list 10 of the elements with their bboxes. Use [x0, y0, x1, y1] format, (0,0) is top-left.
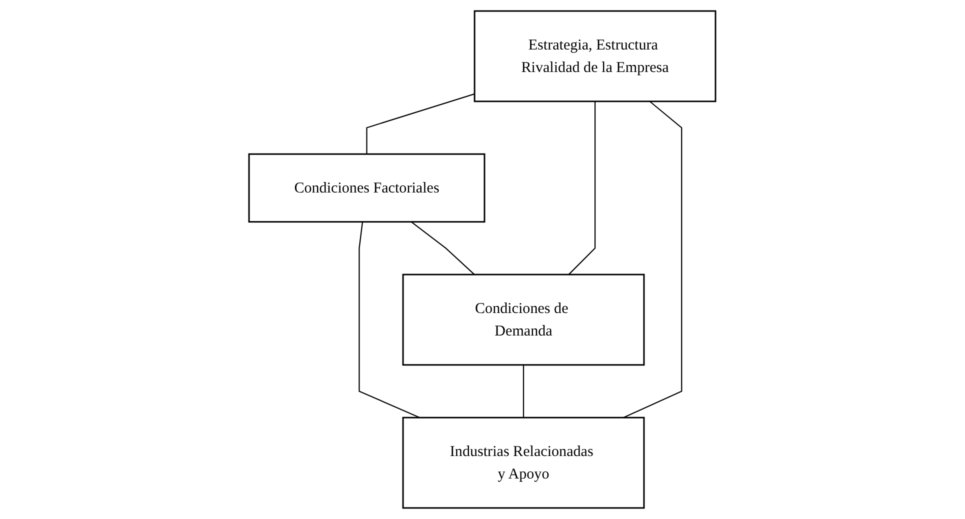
connector	[411, 221, 476, 275]
node-box: Industrias Relacionadas y Apoyo	[402, 416, 645, 509]
node-box: Condiciones Factoriales	[248, 153, 486, 223]
node-box: Condiciones de Demanda	[402, 274, 645, 366]
connector	[523, 364, 524, 418]
connector	[568, 101, 596, 275]
connector	[366, 93, 475, 154]
node-box: Estrategia, Estructura Rivalidad de la Empresa	[474, 10, 716, 102]
connector	[623, 100, 682, 418]
connector	[358, 222, 420, 418]
